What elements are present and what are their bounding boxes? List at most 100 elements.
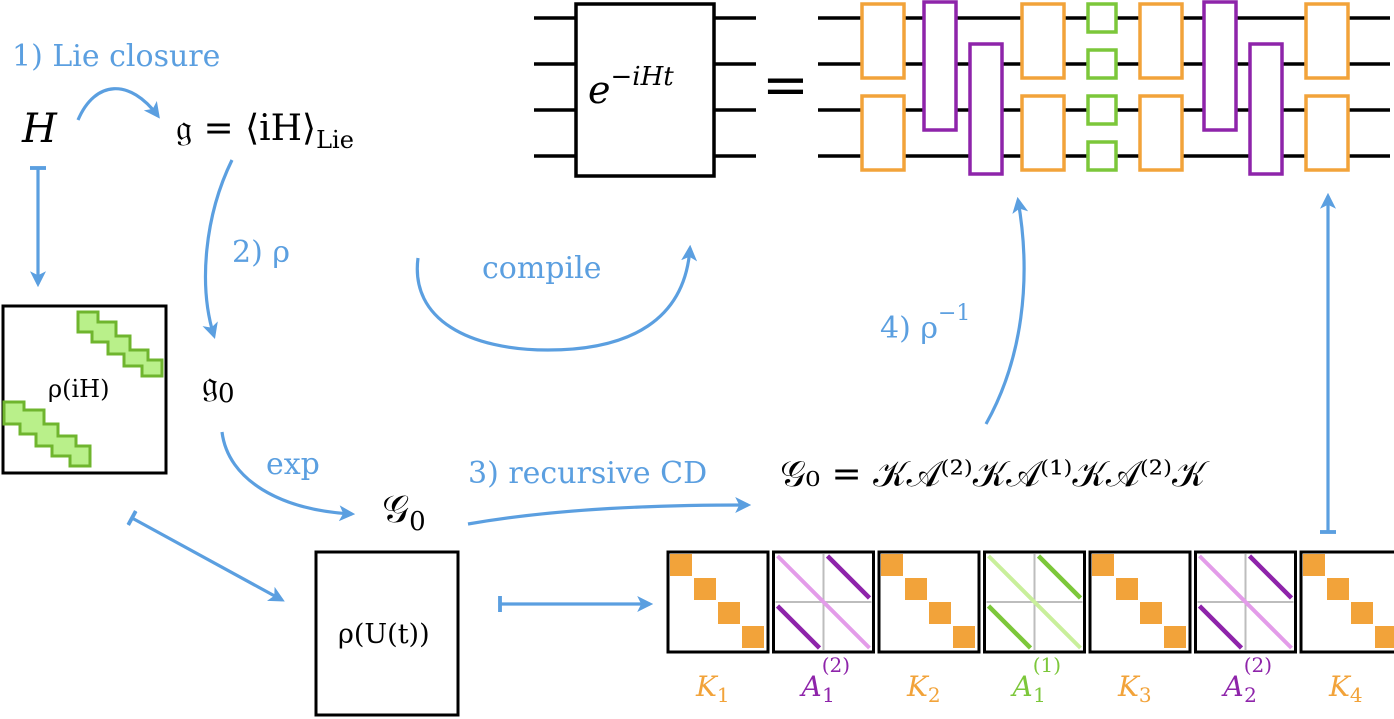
- K4-gate-bottom: [1304, 94, 1350, 172]
- A12-gate-upper: [922, 0, 958, 132]
- factor-sub: 1: [1033, 683, 1046, 707]
- lie-algebra-lhs: 𝔤 = ⟨iH⟩: [176, 108, 316, 149]
- step3-label: 3) recursive CD: [468, 456, 707, 491]
- factor-1: K1: [666, 550, 770, 707]
- factor-sup: (2): [822, 653, 850, 677]
- factor-label: A(1) 1: [1010, 653, 1062, 707]
- anti-band-upper: [1247, 554, 1294, 600]
- diag-block: [694, 578, 716, 600]
- step2-label: 2) ρ: [232, 235, 290, 270]
- exp-label: exp: [266, 447, 320, 482]
- H-symbol: H: [21, 106, 58, 152]
- exp-base: e: [588, 68, 611, 112]
- anti-band-lower: [1197, 604, 1244, 650]
- diag-block: [1140, 602, 1162, 624]
- A12-gate-lower: [968, 42, 1004, 176]
- lower-block-band: [2, 400, 92, 468]
- exp-sup: −iHt: [611, 62, 675, 92]
- anti-band-upper: [825, 554, 872, 600]
- lie-algebra-label: 𝔤 = ⟨iH⟩Lie: [176, 108, 354, 154]
- factor-label: A(2)1: [799, 653, 851, 707]
- rho-arrow: [202, 159, 234, 340]
- factor-label: K3: [1117, 670, 1152, 707]
- factor-sub: 1: [717, 683, 730, 707]
- factor-label: K1: [695, 670, 730, 707]
- rho-iH-label: ρ(iH): [48, 375, 109, 403]
- diag-band: [1198, 554, 1293, 650]
- circuit-equals: =: [762, 53, 809, 118]
- decomposition-formula: 𝒢₀ = 𝒦𝒜⁽²⁾𝒦𝒜⁽¹⁾𝒦𝒜⁽²⁾𝒦: [780, 454, 1210, 495]
- diag-block: [929, 602, 951, 624]
- K3-gate-top: [1138, 2, 1184, 80]
- factor-sub: 1: [822, 683, 835, 707]
- factor-sub: 2: [1244, 683, 1257, 707]
- diag-block: [953, 626, 975, 648]
- K2-gate-bottom: [1020, 94, 1066, 172]
- diag-band: [987, 554, 1082, 650]
- anti-band-lower: [775, 604, 822, 650]
- K4-gate-top: [1304, 2, 1350, 80]
- factor-sub: 4: [1350, 683, 1363, 707]
- g0-sub: 0: [218, 379, 235, 409]
- diag-block: [670, 554, 692, 576]
- K3-gate-bottom: [1138, 94, 1184, 172]
- g0-label: 𝔤0: [202, 364, 235, 409]
- diag-block: [1164, 626, 1186, 648]
- G0-label: 𝒢0: [382, 487, 426, 537]
- factor-base: K: [1117, 670, 1141, 703]
- factor-sup: (2): [1244, 653, 1272, 677]
- anti-band-upper: [1036, 554, 1083, 600]
- factor-label: K4: [1328, 670, 1363, 707]
- A11-gate-4: [1086, 140, 1118, 172]
- diag-block: [905, 578, 927, 600]
- K1-gate-top: [860, 2, 906, 80]
- step4-label: 4) ρ−1: [880, 301, 970, 346]
- step4-prefix: 4) ρ: [880, 311, 938, 346]
- factor-base: K: [1328, 670, 1352, 703]
- anti-band-lower: [986, 604, 1033, 650]
- K2-gate-top: [1020, 2, 1066, 80]
- step1-label: 1) Lie closure: [12, 39, 220, 74]
- G0-base: 𝒢: [382, 487, 409, 531]
- K1-gate-bottom: [860, 94, 906, 172]
- factor-base: K: [906, 670, 930, 703]
- step4-sup: −1: [938, 301, 970, 326]
- factor-base: A: [1010, 670, 1033, 703]
- exp-iHt-label: e−iHt: [588, 62, 674, 112]
- diag-block: [881, 554, 903, 576]
- diag-block: [718, 602, 740, 624]
- recursive-cd-arrow: [467, 497, 752, 526]
- rhoiH-to-rhoU-mapsto: [126, 510, 285, 602]
- factor-6: A(2) 2: [1194, 550, 1297, 707]
- diag-block: [1375, 626, 1394, 648]
- factor-4: A(1) 1: [983, 550, 1086, 707]
- factor-base: K: [695, 670, 719, 703]
- compile-arrow: [415, 244, 698, 352]
- lie-subscript: Lie: [316, 126, 354, 154]
- diag-block: [1092, 554, 1114, 576]
- g0-base: 𝔤: [202, 364, 218, 405]
- factor-sub: 3: [1139, 683, 1152, 707]
- G0-sub: 0: [409, 507, 426, 537]
- unitary-circuit-box: [534, 2, 756, 178]
- upper-block-band: [76, 310, 164, 378]
- diag-block: [1351, 602, 1373, 624]
- decomposed-circuit: [818, 0, 1390, 176]
- rho-Ut-matrix: ρ(U(t)): [314, 550, 460, 717]
- diag-block: [1303, 554, 1325, 576]
- factor-5: K3: [1088, 550, 1192, 707]
- factor-sup: (1): [1033, 653, 1061, 677]
- exp-arrow: [220, 431, 356, 522]
- factor-2: A(2)1: [772, 550, 875, 707]
- rho-inverse-arrow: [984, 196, 1029, 425]
- factor-sub: 2: [928, 683, 941, 707]
- lie-closure-arrow: [76, 87, 160, 121]
- A11-gate-3: [1086, 94, 1118, 126]
- factor-label: K2: [906, 670, 941, 707]
- compile-label: compile: [482, 251, 601, 286]
- rho-iH-matrix: ρ(iH): [1, 304, 168, 475]
- A22-gate-upper: [1202, 0, 1238, 132]
- factor-base: A: [1221, 670, 1244, 703]
